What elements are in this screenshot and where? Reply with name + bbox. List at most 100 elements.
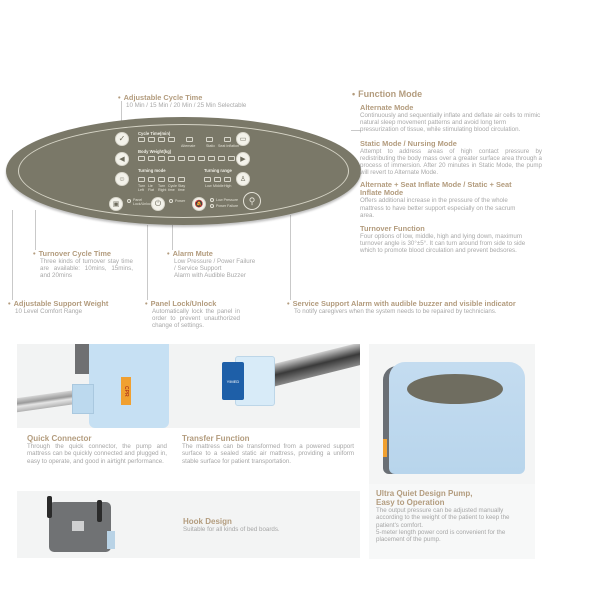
hook-right — [97, 500, 102, 522]
turning-mode-option: Turn Left — [138, 184, 146, 192]
card-quick-connector: CPR Quick Connector Through the quick co… — [17, 344, 170, 484]
connector-block — [72, 384, 94, 414]
turning-mode-option: Turn Right — [158, 184, 167, 192]
turning-mode-label: Turning mode — [138, 168, 166, 173]
callout-text: Automatically lock the panel in order to… — [152, 308, 240, 330]
card-title: Hook Design — [183, 517, 232, 526]
led — [178, 177, 185, 182]
person-turning-icon: ☺ — [118, 175, 126, 183]
body-weight-leds — [138, 156, 235, 161]
callout-text-line: Alarm with Audible Buzzer — [174, 272, 246, 280]
callout-turnover-cycle-time: Turnover Cycle Time Three kinds of turno… — [33, 249, 133, 280]
callout-text-line: Low Pressure / Power Failure — [174, 258, 256, 265]
pump-panel — [407, 374, 503, 404]
led — [158, 177, 165, 182]
connector-line — [35, 210, 36, 250]
turning-mode-button[interactable]: ☺ — [115, 172, 129, 186]
card-text: Through the quick connector, the pump an… — [27, 443, 167, 465]
callout-text: 10 Min / 15 Min / 20 Min / 25 Min Select… — [126, 102, 247, 109]
turning-range-option: Middle — [213, 184, 224, 188]
card-title-line: Ultra Quiet Design Pump, — [376, 489, 473, 498]
led — [198, 156, 205, 161]
connector-line — [121, 101, 122, 131]
panel-lock-button[interactable]: ▣ — [109, 197, 123, 211]
callout-alarm-mute: Alarm Mute Low Pressure / Power Failure … — [167, 249, 287, 280]
panel-border — [18, 124, 349, 218]
led — [228, 156, 235, 161]
turning-mode-option: Cycle time — [168, 184, 177, 192]
mode-text: Continuously and sequentially inflate an… — [360, 112, 541, 134]
label-plate — [72, 521, 84, 531]
mode-title: Turnover Function — [360, 224, 425, 234]
led — [158, 137, 165, 142]
led — [214, 177, 221, 182]
mode-label-alternate: Alternate — [181, 144, 196, 148]
seat-inflation-led — [224, 137, 231, 142]
person-seat-icon: ♙ — [239, 175, 247, 183]
connector-line — [351, 130, 361, 131]
hook-pump-image — [47, 496, 117, 554]
led — [168, 156, 175, 161]
power-icon: ⏻ — [154, 199, 162, 208]
callout-title: Adjustable Support Weight — [8, 299, 109, 308]
led — [188, 156, 195, 161]
turning-mode-option: Lie Flat — [148, 184, 154, 192]
card-text: The mattress can be transformed from a p… — [182, 443, 354, 465]
bed-icon: ▭ — [239, 135, 247, 143]
mode-text: Offers additional increase in the pressu… — [360, 197, 516, 219]
transfer-function-image: YIMED — [170, 344, 360, 428]
mode-item-alternate: Alternate Mode Continuously and sequenti… — [360, 103, 542, 134]
card-title: Quick Connector — [27, 434, 92, 443]
card-hook-design: Hook Design Suitable for all kinds of be… — [17, 491, 360, 558]
service-wrench-icon: ⚲ — [243, 192, 261, 210]
lock-icon: ▣ — [112, 200, 120, 208]
turning-mode-leds — [138, 177, 185, 182]
card-text: The output pressure can be adjusted manu… — [376, 507, 510, 529]
callout-text-line: / Service Support — [174, 265, 222, 273]
pump-side-accent — [383, 439, 387, 457]
led — [148, 177, 155, 182]
callout-title: Service Support Alarm with audible buzze… — [287, 299, 516, 308]
turning-range-button[interactable]: ♙ — [236, 172, 250, 186]
turning-range-option: Low — [205, 184, 212, 188]
function-mode-section: Function Mode Alternate Mode Continuousl… — [352, 89, 542, 255]
led — [218, 156, 225, 161]
power-button[interactable]: ⏻ — [151, 197, 165, 211]
mode-select-button[interactable]: ▭ — [236, 132, 250, 146]
alternate-led — [186, 137, 193, 142]
callout-title: Adjustable Cycle Time — [118, 93, 246, 102]
power-label: Power — [175, 199, 186, 203]
led — [138, 156, 145, 161]
alarm-mute-button[interactable]: 🔕 — [192, 197, 206, 211]
callout-title: Panel Lock/Unlock — [145, 299, 240, 308]
card-text: Suitable for all kinds of bed boards. — [183, 526, 280, 533]
mode-item-static: Static Mode / Nursing Mode Attempt to ad… — [360, 139, 542, 177]
mode-title: Static Mode / Nursing Mode — [360, 138, 457, 148]
cycle-time-label: Cycle Time(min) — [138, 131, 171, 136]
card-ultra-quiet-pump: Ultra Quiet Design Pump, Easy to Operati… — [369, 344, 535, 559]
mode-title: Alternate Mode — [360, 103, 414, 112]
mode-title: Alternate + Seat Inflate Mode / Static +… — [360, 180, 512, 198]
led — [224, 177, 231, 182]
quick-connector-image: CPR — [17, 344, 170, 428]
static-led — [206, 137, 213, 142]
turning-range-option: High — [224, 184, 232, 188]
weight-up-button[interactable]: ▶ — [236, 152, 250, 166]
card-text: 5-meter length power cord is convenient … — [376, 528, 506, 544]
card-transfer-function: YIMED Transfer Function The mattress can… — [170, 344, 360, 484]
connector-line — [290, 215, 291, 300]
callout-service-support-alarm: Service Support Alarm with audible buzze… — [287, 299, 516, 315]
callout-panel-lock: Panel Lock/Unlock Automatically lock the… — [145, 299, 240, 330]
low-pressure-indicator — [210, 198, 214, 202]
triangle-left-icon: ◀ — [119, 155, 125, 163]
mode-text: Four options of low, middle, high and ly… — [360, 233, 526, 255]
confirm-button[interactable]: ✓ — [115, 132, 129, 146]
cpr-badge: CPR — [121, 377, 131, 405]
lock-indicator — [127, 199, 131, 203]
mode-item-seat-inflate: Alternate + Seat Inflate Mode / Static +… — [360, 181, 530, 219]
weight-down-button[interactable]: ◀ — [115, 152, 129, 166]
connector-line — [147, 225, 148, 300]
mode-label-seat-inflation: Seat Inflation — [218, 144, 239, 148]
check-icon: ✓ — [118, 134, 126, 143]
lock-label: Panel Lock/Unlock — [133, 198, 153, 206]
